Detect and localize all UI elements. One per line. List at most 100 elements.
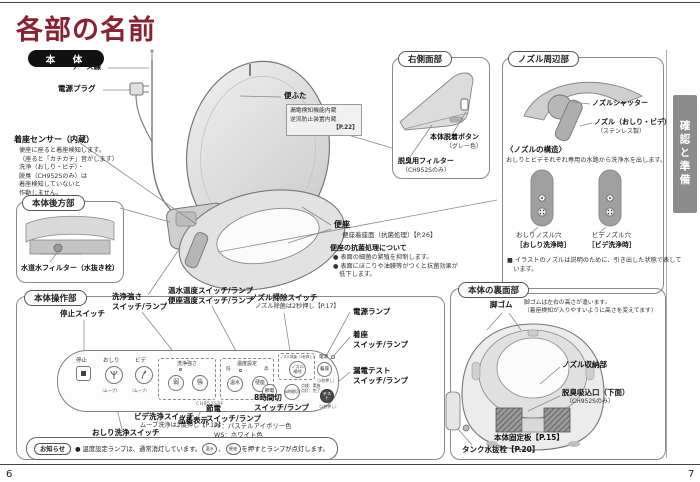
temperature-group-label: 温度設定 (236, 361, 257, 367)
nozzle-structure-description: おしりとビデそれぞれ専用の水路から洗浄水を出します。 (506, 157, 667, 164)
oshiri-wash-icon (110, 370, 118, 379)
leak-test-button: テスト (320, 389, 334, 403)
seat-note-title: 便座の抗菌処理について (330, 244, 407, 252)
bidet-switch-callout-sub: ムーブ洗浄は2度押し【P.12】 (140, 422, 225, 429)
leg-rubber-description: 脚ゴムは左右の高さが違います。 （着座検知が入りやすいように高さを変えてます） (524, 300, 657, 314)
bidet-mode-label: ［ビデ洗浄時］ (588, 241, 636, 249)
power-cord-illustration (129, 49, 181, 219)
nozzle-shutter-label: ノズルシャッター (592, 99, 648, 107)
temperature-callout: 温水温度スイッチ/ランプ 便座温度スイッチ/ランプ (168, 286, 254, 305)
nozzle-clean-group-box: ノズル除菌（2秒押し） ノズル 掃除 (278, 353, 317, 380)
fixing-plate-label: 本体固定板【P.15】 (494, 433, 564, 442)
power-label: 電源 (319, 355, 328, 360)
seat-sensor-label: 着座センサー（内蔵） (14, 135, 94, 144)
power-save-button: 節電 (262, 384, 277, 399)
nozzle-clean-callout-sub: ノズル除菌は2秒押し【P.17】 (255, 303, 340, 310)
eight-hour-button: 8時間切 (284, 384, 300, 400)
nozzle-area-panel (502, 57, 664, 294)
bidet-wash-icon (141, 370, 147, 380)
stop-switch-callout: 停止スイッチ (60, 309, 105, 318)
test-note: 点検：実施 点灯：完了 (301, 383, 321, 394)
water-filter-label: 水道水フィルター（水抜き栓） (21, 264, 119, 272)
seating-two-sec-label: （2秒押し） (315, 378, 337, 383)
nozzle-storage-label: ノズル収納部 (562, 360, 607, 369)
seating-button: 着座 (317, 362, 332, 377)
underside-panel (450, 288, 666, 460)
right-margin-line (666, 50, 667, 458)
toilet-unit-illustration (166, 60, 346, 291)
bidet-wash-button (135, 366, 153, 384)
bidet-switch-callout: ビデ洗浄スイッチ (134, 412, 194, 421)
nozzle-illustration (523, 81, 644, 227)
notice-pre: ● 温度設定ランプは、通常消灯しています。 (75, 446, 202, 453)
rear-view-panel-title: 本体後方部 (22, 195, 85, 211)
remote-control-illustration: 停止 おしり （ムーブ） ビデ （ムーブ） 洗浄強さ 弱 強 温度設定 低 高 … (57, 350, 339, 412)
nozzle-clean-callout: ノズル掃除スイッチ (250, 293, 318, 302)
oshiri-button-label: おしり (103, 358, 120, 364)
stop-button (76, 366, 91, 381)
rear-view-illustration (25, 215, 115, 255)
detach-button-sublabel: （グレー色） (446, 143, 483, 150)
nozzle-note: ■ イラストのノズルは説明のために、引き出した状態で表して います。 (507, 257, 682, 273)
operation-panel-title: 本体操作部 (24, 290, 87, 306)
power-plug-label: 電源プラグ (58, 84, 96, 93)
lid-note-line2: 逆流防止装置内蔵 (290, 116, 337, 123)
strength-group-box: 洗浄強さ 弱 強 (158, 358, 216, 400)
model-number-text: CH952SPF (196, 402, 224, 407)
seat-label: 便座 (334, 220, 350, 229)
oshiri-switch-callout: おしり洗浄スイッチ (92, 428, 160, 437)
underside-illustration (445, 323, 605, 451)
warm-water-button: 温水 (227, 376, 243, 392)
power-save-callout: 節電 スイッチ/ランプ (206, 404, 262, 423)
page-number-left: 6 (6, 469, 13, 480)
power-lamp (331, 355, 335, 359)
oshiri-wash-button (105, 366, 123, 384)
lid-note-box: 漏電検知機能内蔵 逆流防止装置内蔵 【P.22】 (286, 104, 362, 137)
deodorizer-inlet-sublabel: （CH952Sのみ） (566, 398, 614, 405)
oshiri-mode-label: ［おしり洗浄時］ (516, 241, 571, 249)
leg-rubber-label: 脚ゴム (490, 300, 513, 309)
underside-panel-title: 本体の裏面部 (458, 282, 530, 298)
lid-note-ref: 【P.22】 (332, 125, 358, 132)
strength-group-label: 洗浄強さ (176, 361, 197, 367)
earth-wire-label: アース線 (72, 62, 102, 71)
model-colors-callout: PF：パステルアイボリー色 WS：ホワイト色 (214, 422, 292, 439)
page-number-right: 7 (688, 469, 695, 480)
nozzle-structure-title: 〈ノズルの構造〉 (506, 145, 566, 154)
notice-sep: 、 (218, 446, 225, 453)
strong-button: 強 (192, 375, 208, 391)
oshiri-hole-label: おしりノズル穴 (516, 231, 562, 239)
notice-box: お知らせ ● 温度設定ランプは、通常消灯しています。 温水 、 便座 を押すとラ… (26, 437, 338, 460)
tank-drain-label: タンク水抜栓【P.20】 (462, 445, 540, 454)
weak-button: 弱 (168, 375, 184, 391)
high-label: 高 (264, 367, 269, 372)
nozzle-clean-group-label: ノズル除菌（2秒押し） (280, 354, 317, 359)
nozzle-clean-button: ノズル 掃除 (289, 361, 306, 378)
notice-badge: お知らせ (34, 442, 72, 455)
detach-button-label: 本体脱着ボタン (430, 133, 479, 141)
bidet-button-label: ビデ (135, 358, 147, 364)
bottom-rule (0, 464, 700, 465)
seating-callout: 着座 スイッチ/ランプ (353, 330, 409, 349)
stop-icon (81, 371, 86, 376)
leak-test-callout: 漏電テスト スイッチ/ランプ (353, 366, 409, 385)
nozzle-sublabel: （ステンレス製） (597, 128, 646, 135)
page-title: 各部の名前 (16, 15, 156, 46)
lid-note-line1: 漏電検知機能内蔵 (290, 108, 337, 114)
lid-label: 便ふた (284, 91, 307, 100)
deodorizing-filter-label: 脱臭用フィルター (398, 157, 454, 165)
top-rule (0, 2, 700, 3)
deodorizing-filter-sublabel: （CH952Sのみ） (402, 167, 450, 174)
leader-lines (49, 67, 607, 446)
notice-text: ● 温度設定ランプは、通常消灯しています。 温水 、 便座 を押すとランプが点灯… (75, 442, 329, 455)
oshiri-move-label: （ムーブ） (100, 388, 120, 393)
deodorizer-inlet-label: 脱臭吸込口（下面） (562, 388, 630, 397)
notice-post: を押すとランプが点灯します。 (241, 446, 329, 453)
test-two-sec-label: （2秒押し） (317, 404, 339, 409)
eight-hour-callout: 8時間切 スイッチ/ランプ (254, 393, 310, 412)
nozzle-area-panel-title: ノズル周辺部 (508, 51, 580, 67)
nozzle-label: ノズル（おしり・ビデ） (594, 118, 671, 126)
seat-sublabel: 便座着座面（抗菌処理）【P.26】 (342, 231, 437, 239)
